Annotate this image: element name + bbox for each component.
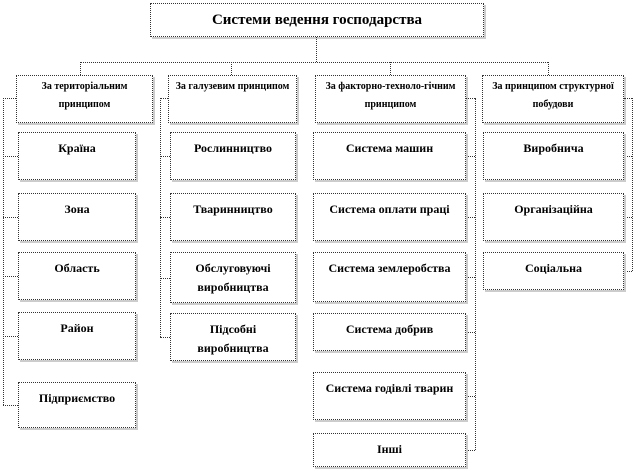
item-node: Підсобні виробництва (170, 313, 296, 361)
connector (160, 98, 168, 99)
connector (231, 62, 232, 75)
connector (548, 62, 549, 75)
connector (390, 62, 391, 75)
item-node: Система добрив (313, 313, 466, 351)
item-node: Система землеробства (313, 252, 466, 302)
item-node: Область (18, 252, 136, 300)
connector (466, 332, 475, 333)
connector (3, 405, 18, 406)
rail-connector (632, 98, 633, 271)
item-node: Рослинництво (170, 132, 296, 180)
connector (466, 450, 475, 451)
connector (624, 271, 632, 272)
category-node-3: За принципом структурної побудови (482, 75, 624, 123)
connector (160, 277, 170, 279)
category-node-2: За факторно-техноло-гічним принципом (315, 75, 466, 123)
connector (3, 98, 16, 99)
connector (466, 277, 475, 278)
connector (316, 37, 317, 62)
item-node: Система машин (313, 132, 466, 180)
item-node: Виробнича (483, 132, 624, 180)
connector (160, 156, 170, 157)
connector (624, 156, 632, 157)
connector (3, 276, 18, 277)
category-node-1: За галузевим принципом (168, 75, 297, 123)
connector (3, 217, 18, 218)
item-node: Інші (313, 433, 466, 467)
root-node: Системи ведення господарства (150, 3, 484, 37)
item-node: Підприємство (18, 382, 136, 428)
rail-connector (3, 98, 4, 405)
connector (3, 336, 18, 337)
item-node: Тваринництво (170, 193, 296, 241)
connector (3, 156, 18, 157)
connector (80, 62, 548, 63)
connector (466, 217, 475, 218)
connector (466, 98, 475, 99)
item-node: Район (18, 312, 136, 360)
connector (466, 156, 475, 157)
item-node: Соціальна (483, 252, 624, 290)
connector (160, 337, 170, 338)
connector (160, 217, 170, 218)
connector (624, 217, 632, 218)
rail-connector (475, 98, 476, 450)
connector (466, 396, 475, 397)
connector (624, 98, 632, 99)
item-node: Обслуговуючі виробництва (170, 252, 296, 303)
item-node: Зона (18, 193, 136, 241)
connector (80, 62, 81, 75)
item-node: Організаційна (483, 193, 624, 241)
item-node: Країна (18, 132, 136, 180)
item-node: Система оплати праці (313, 193, 466, 241)
item-node: Система годівлі тварин (313, 372, 466, 420)
category-node-0: За територіальним принципом (16, 75, 153, 123)
